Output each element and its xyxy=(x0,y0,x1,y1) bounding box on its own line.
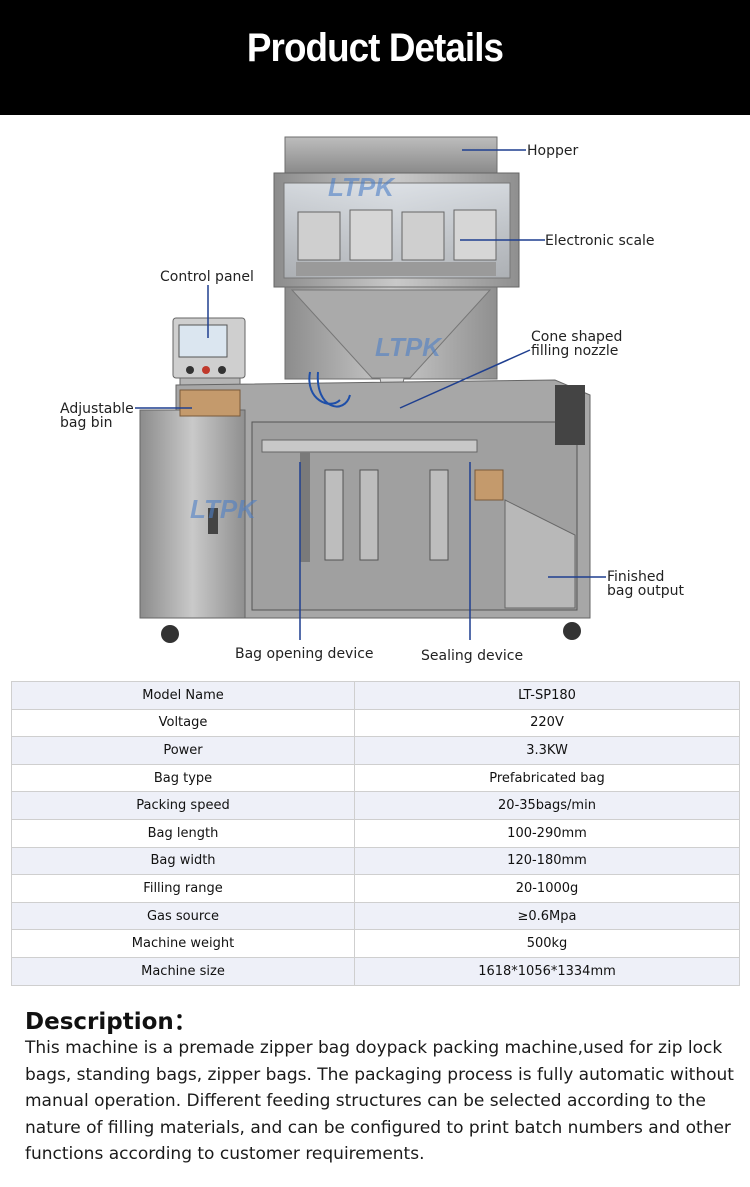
spec-value: LT-SP180 xyxy=(354,681,740,710)
machine-illustration: LTPK LTPK LTPK xyxy=(135,136,606,643)
spec-value: 3.3KW xyxy=(354,736,740,765)
callout-control-panel: Control panel xyxy=(160,269,254,285)
callout-bag-opening: Bag opening device xyxy=(235,646,374,662)
spec-key: Model Name xyxy=(11,681,355,710)
spec-value: 500kg xyxy=(354,929,740,958)
spec-value: Prefabricated bag xyxy=(354,763,740,793)
callout-bag-bin-line1: Adjustable xyxy=(60,401,134,417)
description-heading: Description： xyxy=(25,1009,197,1035)
spec-key: Packing speed xyxy=(11,791,355,820)
table-row: Gas source≥0.6Mpa xyxy=(11,901,740,931)
callout-cone-line1: Cone shaped xyxy=(531,329,623,345)
callout-electronic-scale: Electronic scale xyxy=(545,233,655,249)
machine-body xyxy=(139,371,591,643)
spec-value: 20-1000g xyxy=(354,874,740,903)
spec-value: 120-180mm xyxy=(354,846,740,876)
spec-key: Machine size xyxy=(11,956,355,986)
spec-key: Bag length xyxy=(11,818,355,848)
spec-key: Filling range xyxy=(11,874,355,903)
ltpk-logo: LTPK xyxy=(328,172,396,202)
spec-key: Power xyxy=(11,736,355,765)
ltpk-logo: LTPK xyxy=(190,494,258,524)
control-panel xyxy=(172,317,246,389)
header-banner: Product Details xyxy=(0,0,750,115)
callout-cone-line2: filling nozzle xyxy=(531,343,619,359)
callout-finished-line1: Finished xyxy=(607,569,665,585)
spec-key: Bag width xyxy=(11,846,355,876)
spec-key: Machine weight xyxy=(11,929,355,958)
callout-hopper: Hopper xyxy=(527,143,579,159)
spec-value: ≥0.6Mpa xyxy=(354,901,740,931)
spec-key: Voltage xyxy=(11,708,355,738)
callout-leader-lines xyxy=(135,149,606,640)
electronic-scale-housing xyxy=(273,172,520,288)
callout-finished-line2: bag output xyxy=(607,583,684,599)
ltpk-logo: LTPK xyxy=(375,332,443,362)
description-body: This machine is a premade zipper bag doy… xyxy=(25,1038,734,1164)
spec-value: 20-35bags/min xyxy=(354,791,740,820)
spec-key: Gas source xyxy=(11,901,355,931)
spec-key: Bag type xyxy=(11,763,355,793)
spec-value: 220V xyxy=(354,708,740,738)
page-title: Product Details xyxy=(246,26,504,70)
spec-value: 1618*1056*1334mm xyxy=(354,956,740,986)
hopper xyxy=(284,136,498,174)
ltpk-watermark-logos: LTPK LTPK LTPK xyxy=(190,172,443,524)
machine-figure: LTPK LTPK LTPK Hopper Electronic scale C… xyxy=(0,115,750,675)
callout-sealing: Sealing device xyxy=(421,648,524,664)
spec-value: 100-290mm xyxy=(354,818,740,848)
callout-bag-bin-line2: bag bin xyxy=(60,415,113,431)
